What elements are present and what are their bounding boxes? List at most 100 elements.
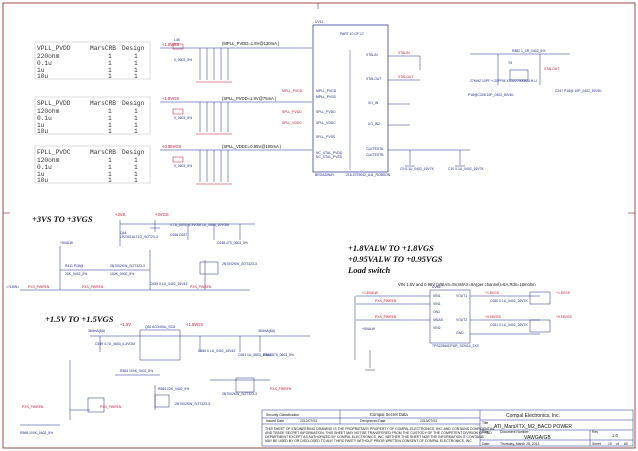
table-cell: 120ohm (37, 108, 60, 115)
gpu-pin: XTALOUT (366, 77, 381, 81)
pll-filter-fpll (160, 149, 312, 185)
table-cell: 1 (134, 60, 138, 67)
part-r-1v5-b: R564 22K_0402_5% (158, 387, 189, 391)
part-resistor-r: R882 1_0R_0402_5% (512, 49, 545, 53)
table-cell: 1u (37, 67, 45, 74)
table-header-col1: MarsCRB (90, 149, 116, 156)
table-cell: 1 (134, 164, 138, 171)
title-deciphered-label: Deciphered Date (360, 419, 386, 423)
table-cell: 220ohm (37, 53, 60, 60)
vpll-current-label: (MPLL_PVDD=1.8V@130mA ) (222, 41, 280, 46)
table-cell: 1 (108, 171, 112, 178)
net-xtalin: XTALIN (398, 51, 410, 55)
gpu-pin: SPLL_VDDC (316, 121, 336, 125)
title-date: Thursday, March 28, 2013 (500, 442, 539, 446)
net-1v5: +1.5V (120, 322, 131, 327)
part-q-pwr: 2N7002KW_SOT323-3 (110, 264, 145, 268)
table-cell: 1 (134, 122, 138, 129)
part-bead: 0_0603_5% (174, 164, 192, 168)
spll-current-label: (SPLL_PVDD=1.8V@75mA ) (222, 96, 277, 101)
part-cap-1v5-c: C651 1U_0603_10V4Z (238, 353, 273, 357)
title-doc-number: VAWGA/GB (524, 435, 551, 441)
net-spll-vddc: SPLL_VDDC (282, 121, 302, 125)
load-switch-note: VIN 1.8V and 0.95V (VBIAS=5V,IMAX=6A(per… (398, 282, 536, 287)
net-1v8-in: +1.8VALW (362, 291, 379, 295)
table-header-col2: Design (122, 149, 145, 156)
net-xtal-right: XTALOUT (544, 67, 559, 71)
net-spll-pvdd: SPLL_PVDD (282, 110, 302, 114)
table-cell: 0.1u (37, 164, 52, 171)
ic-pin: VIN1 (433, 302, 441, 306)
gpu-pin: MPLL_PVSS (316, 95, 337, 99)
title-title-label: Title (482, 421, 488, 425)
net-5valw-ls: +5VALW (362, 327, 376, 331)
net-xtalout: XTALOUT (398, 75, 413, 79)
design-table-fpll-pvdc: FPLL_PVDC MarsCRB Design 120ohm 1 1 0.1u… (34, 145, 151, 184)
part-r-val: 20K_0402_5% (65, 272, 87, 276)
circuit-3vs-3vgs (20, 220, 255, 291)
title-issued-label: Issued Date (266, 419, 284, 423)
title-legal-2: AND TRADE SECRET INFORMATION. THIS SHEET… (265, 431, 492, 435)
table-cell: 1 (108, 177, 112, 184)
ic-pin: VBIAS (433, 318, 444, 322)
part-q-3vgs: Q44 (120, 231, 127, 235)
title-deciphered-date: 2013/07/03 (420, 419, 437, 423)
table-cell: 1 (134, 73, 138, 80)
load-switch-ic (354, 289, 551, 371)
section-title-3vs: +3VS TO +3VGS (32, 214, 93, 224)
net-pwr-en-left: PXS_PWREN (28, 285, 50, 289)
ic-ref: UV86 (432, 285, 441, 289)
gpu-symbol-u1 (312, 24, 389, 173)
gpu-pin: NC_XTAL_PVSS (316, 155, 343, 159)
net-pwr-en-1v5-right: PXS_PWREN (270, 387, 292, 391)
part-q-1v5: Q52 AO3404L_SC8 (145, 325, 175, 329)
gpu-ref: UV1J (315, 20, 324, 24)
part-q-sw: 2N7002KW_SOT323-3 (222, 262, 257, 266)
title-legal-3: DEPARTMENT EXCEPT AS AUTHORIZED BY COMPA… (265, 435, 485, 439)
ic-part: TPS22966DPUR_SON14_2X3 (432, 344, 479, 348)
net-5valw: +5VALW (60, 241, 74, 245)
gpu-pin: XO_IN (368, 101, 379, 105)
title-security-value: Compal Secret Data (370, 412, 408, 417)
part-cap-1v5-a: C649 4.7U_0603_6.3VGM (95, 342, 135, 346)
net-1v8gs-right: +1.8VGS (556, 291, 571, 295)
gpu-pin: CLKTESTA (366, 147, 384, 151)
part-cap-e: C638 470_0603_5% (217, 241, 248, 245)
gpu-pin: MPLL_PVDD (316, 89, 337, 93)
net-1v8gs-out: +1.8VGS (485, 291, 500, 295)
net-3vgs-a: +3VGS (155, 212, 169, 217)
table-cell: 1 (134, 108, 138, 115)
table-header-name: SPLL_PVDD (37, 100, 71, 107)
net-pwr-en-mid: PXS_PWREN (82, 285, 104, 289)
part-cap-1v5-b: C650 0.1U_0402_16V4Z (198, 349, 236, 353)
title-legal-4: MAY BE USED BY OR DISCLOSED TO ANY THIRD… (265, 439, 473, 443)
table-cell: 1 (108, 164, 112, 171)
part-r-1v5-c: R565 100K_0402_5% (20, 431, 53, 435)
net-0v95gs-out: +0.95VGS (485, 315, 501, 319)
pll-filter-spll (160, 101, 312, 135)
circuit-1v5-1v5gs (20, 329, 310, 426)
table-cell: 1 (108, 73, 112, 80)
table-header-col2: Design (122, 100, 145, 107)
current-360ma-left: 360mA(6A) (88, 329, 105, 333)
table-header-name: FPLL_PVDC (37, 149, 71, 156)
table-header-col1: MarsCRB (90, 45, 116, 52)
table-header-col1: MarsCRB (90, 100, 116, 107)
gpu-part-title: PART 10 OF 17 (340, 32, 364, 36)
table-cell: 1 (108, 60, 112, 67)
section-title-loadswitch: Load switch (347, 265, 391, 275)
gpu-pin: CLKTESTB (366, 153, 384, 157)
design-table-spll-pvdd: SPLL_PVDD MarsCRB Design 120ohm 1 1 0.1u… (34, 96, 151, 135)
table-cell: 1 (108, 115, 112, 122)
net-pll-pvdd: MPLL_PVDD (282, 89, 303, 93)
part-r-1v5: R563 100K_0402_5% (120, 369, 153, 373)
net-3vs: +3VS (115, 212, 126, 217)
title-sheet-label: Sheet (592, 442, 601, 446)
title-sheet-name: ATI_MarsXTX_M2_BACO POWER (494, 424, 572, 430)
table-header-name: VPLL_PVDD (37, 45, 71, 52)
title-rev: 1.0 (612, 433, 618, 438)
table-cell: 0.1u (37, 60, 52, 67)
title-legal-1: THIS SHEET OF ENGINEERING DRAWING IS THE… (265, 427, 495, 431)
table-header-col2: Design (122, 45, 145, 52)
